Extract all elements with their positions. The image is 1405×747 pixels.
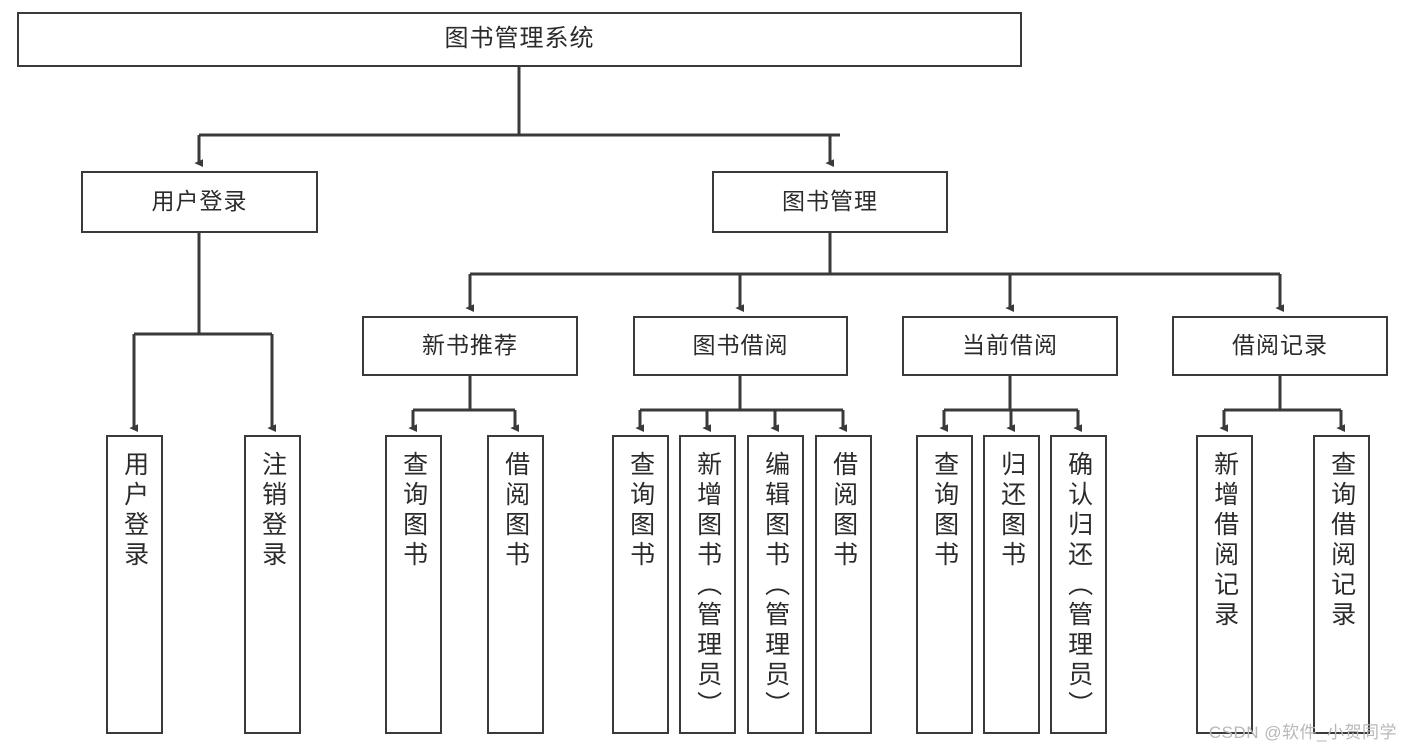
node-label: 借阅图书 [501, 451, 530, 571]
node-leaf-borrow-book-2[interactable]: 借阅图书 [815, 435, 872, 734]
node-leaf-return-book[interactable]: 归还图书 [983, 435, 1040, 734]
node-label: 图书管理系统 [444, 25, 595, 53]
node-label: 查询借阅记录 [1327, 451, 1356, 631]
node-borrow-record[interactable]: 借阅记录 [1172, 316, 1388, 376]
node-leaf-edit-book[interactable]: 编辑图书（管理员） [747, 435, 804, 734]
node-user-login[interactable]: 用户登录 [81, 171, 318, 233]
node-leaf-query-record[interactable]: 查询借阅记录 [1313, 435, 1370, 734]
node-label: 查询图书 [930, 451, 959, 571]
node-new-book-recommend[interactable]: 新书推荐 [362, 316, 578, 376]
node-leaf-query-book-3[interactable]: 查询图书 [916, 435, 973, 734]
node-label: 用户登录 [120, 451, 149, 571]
csdn-watermark: CSDN @软件_小贺同学 [1208, 723, 1397, 742]
node-label: 查询图书 [399, 451, 428, 571]
node-root-system[interactable]: 图书管理系统 [17, 12, 1022, 67]
node-label: 当前借阅 [962, 332, 1058, 359]
node-leaf-borrow-book-1[interactable]: 借阅图书 [487, 435, 544, 734]
node-leaf-confirm-return[interactable]: 确认归还（管理员） [1050, 435, 1107, 734]
node-current-borrow[interactable]: 当前借阅 [902, 316, 1118, 376]
node-leaf-add-book[interactable]: 新增图书（管理员） [679, 435, 736, 734]
node-label: 借阅记录 [1232, 332, 1328, 359]
node-leaf-logout-login[interactable]: 注销登录 [244, 435, 301, 734]
node-book-borrow[interactable]: 图书借阅 [633, 316, 848, 376]
node-label: 编辑图书（管理员） [761, 451, 790, 721]
node-label: 归还图书 [997, 451, 1026, 571]
node-label: 新增图书（管理员） [693, 451, 722, 721]
node-label: 图书借阅 [692, 332, 789, 359]
node-label: 查询图书 [626, 451, 655, 571]
node-label: 用户登录 [151, 188, 248, 215]
node-label: 注销登录 [258, 451, 287, 571]
node-leaf-query-book-2[interactable]: 查询图书 [612, 435, 669, 734]
node-book-manage[interactable]: 图书管理 [712, 171, 948, 233]
node-leaf-add-record[interactable]: 新增借阅记录 [1196, 435, 1253, 734]
node-label: 新书推荐 [422, 332, 518, 359]
node-leaf-query-book-1[interactable]: 查询图书 [385, 435, 442, 734]
node-label: 确认归还（管理员） [1064, 451, 1093, 721]
node-label: 借阅图书 [829, 451, 858, 571]
node-leaf-user-login[interactable]: 用户登录 [106, 435, 163, 734]
node-label: 图书管理 [782, 188, 878, 215]
node-label: 新增借阅记录 [1210, 451, 1239, 631]
